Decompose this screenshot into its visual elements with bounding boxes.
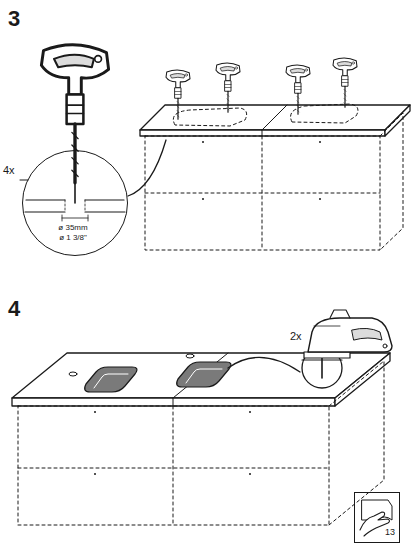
step-number: 4 <box>8 296 20 322</box>
node-text: ø 35mm <box>23 223 123 233</box>
magnifier-callout: ø 35mmø 1 3/8" <box>22 150 128 256</box>
node-text: 13 <box>355 527 395 538</box>
page-number-box: 13 <box>354 492 400 543</box>
step-number: 3 <box>8 6 20 32</box>
node-text: ø 1 3/8" <box>23 233 123 243</box>
quantity-callout: 2x <box>290 330 302 342</box>
quantity-callout: 4x <box>3 164 15 176</box>
